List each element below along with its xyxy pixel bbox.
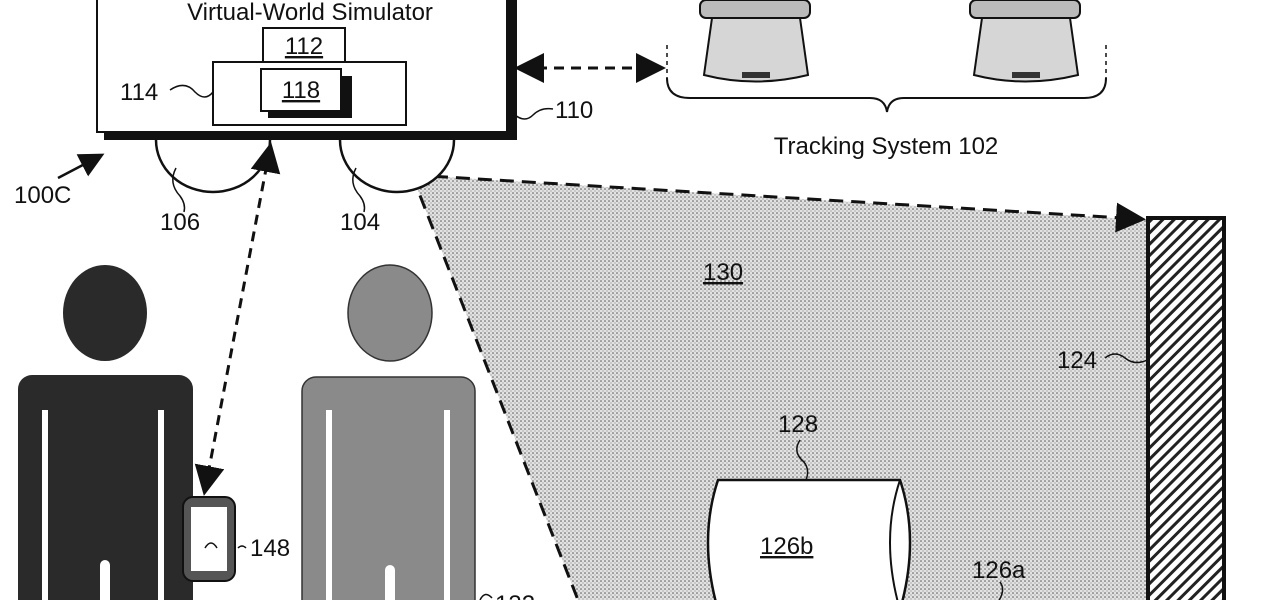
label-126b: 126b bbox=[760, 533, 813, 560]
label-118: 118 bbox=[282, 77, 320, 104]
leader-106 bbox=[172, 167, 186, 213]
person-gray bbox=[301, 264, 476, 600]
label-148: 148 bbox=[250, 535, 290, 562]
label-130: 130 bbox=[703, 259, 743, 286]
simulator-title: Virtual-World Simulator bbox=[187, 0, 433, 26]
device-icon bbox=[204, 542, 218, 549]
wall bbox=[1146, 216, 1226, 600]
object-cylinder bbox=[706, 478, 912, 600]
label-124: 124 bbox=[1057, 347, 1097, 374]
leader-128 bbox=[796, 439, 809, 481]
leader-114 bbox=[169, 84, 214, 98]
leader-148 bbox=[237, 545, 247, 549]
cylinder-end bbox=[889, 479, 901, 600]
label-114: 114 bbox=[120, 79, 158, 106]
label-128: 128 bbox=[778, 411, 818, 438]
tracking-brace bbox=[666, 77, 1107, 113]
comm-arrow-simulator-device bbox=[194, 142, 281, 496]
box-118 bbox=[260, 68, 342, 112]
box-112 bbox=[262, 27, 346, 63]
tracked-region bbox=[412, 175, 1146, 600]
person-dark bbox=[18, 265, 193, 600]
label-106: 106 bbox=[160, 209, 200, 236]
leader-132 bbox=[479, 593, 493, 600]
leader-124 bbox=[1104, 353, 1148, 364]
device-screen bbox=[191, 507, 227, 571]
leader-126a bbox=[998, 581, 1004, 600]
label-110: 110 bbox=[555, 97, 593, 124]
leader-110 bbox=[514, 107, 554, 120]
tracking-camera-1 bbox=[699, 0, 811, 83]
sensor-104 bbox=[338, 139, 456, 194]
label-112: 112 bbox=[285, 33, 323, 60]
figure-arrow bbox=[57, 153, 105, 180]
region-edge-top bbox=[411, 173, 1146, 233]
label-104: 104 bbox=[340, 209, 380, 236]
region-edge-left bbox=[410, 174, 580, 600]
tracking-system-label: Tracking System 102 bbox=[774, 133, 999, 160]
label-126a: 126a bbox=[972, 557, 1026, 584]
label-100c: 100C bbox=[14, 182, 71, 209]
label-132: 132 bbox=[495, 591, 535, 600]
leader-104 bbox=[352, 167, 366, 213]
tracking-camera-2 bbox=[969, 0, 1081, 83]
